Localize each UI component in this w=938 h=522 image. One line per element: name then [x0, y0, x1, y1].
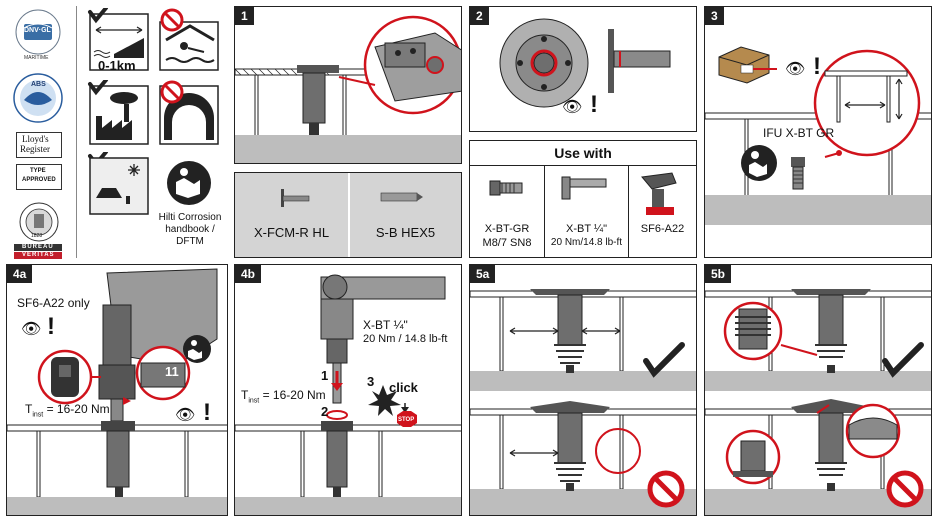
step-5b-illustration: [705, 289, 931, 515]
abs-logo: ABS: [10, 70, 66, 126]
column-divider: [76, 6, 77, 258]
tool-line-2: 20 Nm / 14.8 lb-ft: [363, 333, 448, 345]
coast-icon: [86, 6, 150, 72]
abs-name: ABS: [31, 81, 46, 88]
tool-only-label: SF6-A22 only: [17, 296, 90, 310]
step-3-warning-icon: !: [813, 53, 821, 80]
step-5a-panel: 5a: [469, 264, 697, 516]
use-with-item-2-line1: X-BT ¼": [566, 223, 607, 235]
step-5a-tag: 5a: [470, 265, 496, 283]
step-3-illustration: [705, 46, 931, 225]
use-with-item-3-line1: SF6-A22: [640, 223, 685, 235]
step-4a-warning-icon: !: [47, 313, 55, 340]
road-salt-icon: [86, 150, 150, 216]
step-4a-warning-icon-2: !: [203, 399, 211, 426]
step-2-eye-icon: 👁: [562, 99, 583, 116]
conditions-column: 0-1km: [80, 4, 228, 262]
clutch-setting: 11: [165, 364, 179, 379]
step-2-tag: 2: [470, 7, 489, 25]
step-4a-eye-icon-2: 👁: [175, 407, 196, 424]
handbook-label-3: DFTM: [176, 236, 204, 247]
dnv-sub: MARITIME: [24, 55, 49, 61]
tinst-label-4b: Tinst = 16-20 Nm: [241, 388, 326, 405]
part-label-2: S-B HEX5: [375, 225, 436, 240]
handbook-label-2: handbook /: [165, 224, 215, 235]
bureau-veritas-logo: 1828 BUREAU VERITAS: [14, 200, 64, 260]
click-label: click: [389, 380, 418, 395]
step-4b-illustration: [235, 274, 461, 515]
step-5b-tag: 5b: [705, 265, 732, 283]
step-4b-tag: 4b: [235, 265, 262, 283]
step-5b-panel: 5b: [704, 264, 932, 516]
no-swimming-icon: [158, 8, 222, 72]
use-with-item-2-line2: 20 Nm/14.8 lb-ft: [550, 237, 623, 248]
step-1-tag: 1: [235, 7, 254, 25]
handbook-label-1: Hilti Corrosion: [158, 212, 222, 223]
step-number-1: 1: [321, 368, 329, 383]
ifu-label: IFU X-BT GR: [763, 126, 835, 140]
step-4a-tag: 4a: [7, 265, 33, 283]
handbook-icon: [166, 160, 212, 206]
step-number-2: 2: [321, 404, 329, 419]
step-2-illustration: [499, 18, 671, 108]
dnv-gl-logo: DNV·GL MARITIME: [10, 6, 66, 62]
step-2-warning-icon: !: [590, 91, 598, 118]
fastener-icons: [281, 189, 423, 207]
step-3-tag: 3: [705, 7, 724, 25]
step-5a-illustration: [470, 289, 696, 515]
use-with-icons: [489, 172, 677, 215]
lloyds-register-logo: Lloyd's Register TYPE APPROVED: [16, 132, 62, 190]
industry-icon: [86, 78, 150, 146]
step-3-eye-icon: 👁: [785, 61, 806, 78]
tool-line-1: X-BT ¼": [363, 318, 408, 332]
step-4a-illustration: [7, 268, 227, 515]
dnv-name: DNV·GL: [24, 27, 51, 34]
use-with-item-1-line1: X-BT-GR: [484, 223, 530, 235]
step-4a-panel: 4a SF6-A22 only 👁 ! 11 Tinst = 16-20 Nm …: [6, 264, 228, 516]
step-3-panel: 3 👁 ! IFU X-BT GR: [704, 6, 932, 258]
stop-sign: STOP: [398, 417, 415, 423]
part-label-1: X-FCM-R HL: [253, 225, 330, 240]
step-1-illustration: [235, 15, 461, 163]
tunnel-icon: [158, 80, 222, 146]
use-with-title: Use with: [554, 145, 612, 161]
use-with-table: Use with X-BT-GR M8/7 SN8 X-BT ¼" 20 Nm/…: [469, 140, 697, 258]
step-4b-panel: 4b X-BT ¼" 20 Nm / 14.8 lb-ft 1 2 3 clic…: [234, 264, 462, 516]
step-4a-eye-icon: 👁: [21, 321, 42, 338]
certification-column: DNV·GL MARITIME ABS Lloyd's Register TYP…: [4, 4, 72, 262]
use-with-item-1-line2: M8/7 SN8: [482, 237, 532, 249]
step-1-panel: 1: [234, 6, 462, 164]
tinst-label: Tinst = 16-20 Nm: [25, 402, 110, 419]
step-number-3: 3: [367, 374, 375, 389]
step-1-parts-table: X-FCM-R HL S-B HEX5: [234, 172, 462, 258]
coast-distance: 0-1km: [98, 58, 136, 73]
step-2-panel: 2 👁 !: [469, 6, 697, 132]
